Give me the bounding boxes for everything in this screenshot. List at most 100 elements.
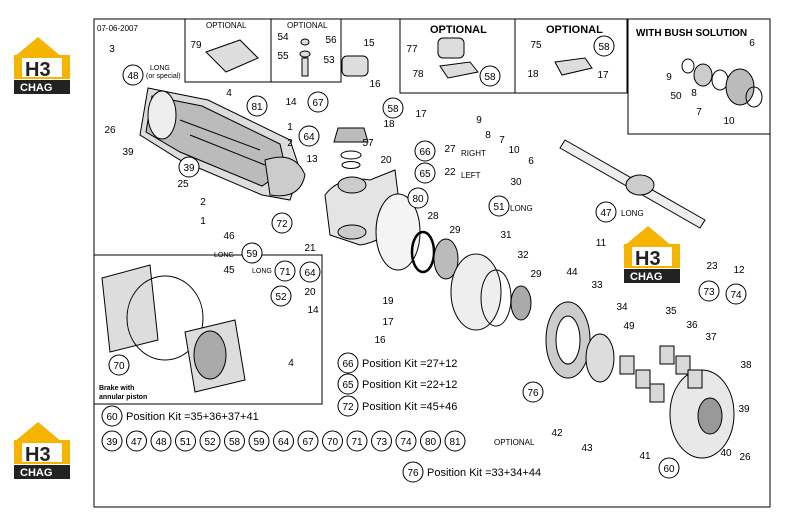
callout-45-19: 45 [223, 265, 235, 276]
callout-41-37: 41 [639, 451, 651, 462]
callout-77-61: 77 [406, 44, 418, 55]
callout-20-41: 20 [304, 287, 316, 298]
optional-part-51-circle [175, 430, 196, 452]
callout-31-23: 31 [500, 230, 512, 241]
optional-part-52-number: 52 [204, 437, 216, 448]
callout-50-68: 50 [670, 91, 682, 102]
callout-circled-59-12-number: 59 [246, 249, 258, 260]
callout-circled-58-21-circle [479, 65, 501, 87]
logo-bottom-left: H3 CHAG [13, 422, 70, 479]
callout-16-8: 16 [369, 79, 381, 90]
optional-row-label: OPTIONAL [494, 438, 535, 447]
callout-circled-73-17-circle [698, 280, 720, 302]
callout-38-33: 38 [740, 360, 752, 371]
callout-22-15: 22 [444, 167, 456, 178]
date-label: 07-06-2007 [97, 24, 138, 33]
hub-and-seal-drawing [375, 193, 735, 459]
callout-circled-72-11: 72 [271, 212, 293, 234]
callout-29-25: 29 [530, 269, 542, 280]
optional-part-73-number: 73 [376, 437, 388, 448]
callout-4-1: 4 [226, 88, 232, 99]
optional-part-52: 52 [199, 430, 221, 452]
callout-75-63: 75 [530, 40, 542, 51]
callout-circled-60-20-circle [658, 457, 680, 479]
bush-solution-title: WITH BUSH SOLUTION [636, 28, 747, 39]
optional-part-58: 58 [224, 430, 245, 452]
kit-60-text: Position Kit =35+36+37+41 [126, 411, 259, 423]
callout-circled-59-12: 59 [241, 242, 263, 264]
callout-circled-73-17: 73 [698, 280, 720, 302]
callout-circled-80-8-number: 80 [412, 194, 424, 205]
optional-part-81-number: 81 [449, 437, 461, 448]
plain-callouts: 3412263925141617185720132722214645282930… [104, 32, 755, 463]
callout-circled-71-13: 71 [274, 260, 296, 282]
callout-circled-81-1-circle [246, 95, 268, 117]
callout-40-35: 40 [720, 448, 732, 459]
optional-part-73-circle [371, 430, 392, 452]
bush-solution-box [627, 18, 771, 135]
callout-circled-76-19-circle [522, 381, 544, 403]
callout-3-0: 3 [109, 44, 115, 55]
callout-circled-60-26: 60 [101, 405, 123, 427]
callout-15-60: 15 [363, 38, 375, 49]
optional-part-70-circle [322, 430, 343, 452]
callout-circled-48-0-circle [122, 64, 144, 86]
callout-9-67: 9 [666, 72, 672, 83]
callout-circled-73-17-number: 73 [703, 287, 715, 298]
callout-circled-74-18-circle [725, 283, 747, 305]
logo-center-mark: H3 [635, 248, 661, 270]
optional-part-73: 73 [371, 430, 392, 452]
callout-16-45: 16 [374, 335, 386, 346]
optional-part-67: 67 [297, 430, 319, 452]
optional-part-74: 74 [395, 430, 417, 452]
callout-circled-70-16-circle [108, 354, 130, 376]
callout-29-21: 29 [449, 225, 461, 236]
callout-circled-72-25: 72 [337, 395, 359, 417]
logo-center-text: CHAG [630, 271, 662, 283]
callout-circled-52-15-circle [270, 285, 292, 307]
callout-circled-64-4-number: 64 [303, 132, 315, 143]
callout-37-32: 37 [705, 332, 717, 343]
callout-6-54: 6 [528, 156, 534, 167]
drive-shaft-drawing [559, 139, 706, 229]
callout-17-44: 17 [382, 317, 394, 328]
callout-circled-81-1-number: 81 [251, 102, 263, 113]
optional-part-71: 71 [346, 430, 368, 452]
callout-circled-52-15: 52 [270, 285, 292, 307]
logo-bottom-left-mark: H3 [25, 444, 51, 466]
optional-part-39-circle [101, 430, 123, 452]
optional-part-80: 80 [420, 430, 441, 452]
optional-inset-parts [205, 37, 593, 79]
label-left: LEFT [461, 171, 481, 180]
callout-circled-76-27: 76 [402, 461, 424, 483]
callout-36-31: 36 [686, 320, 698, 331]
callout-circled-51-9-circle [488, 195, 510, 217]
callout-circled-47-10: 47 [595, 201, 617, 223]
optional-part-67-number: 67 [302, 437, 314, 448]
kit-65-text: Position Kit =22+12 [362, 379, 457, 391]
callout-20-12: 20 [380, 155, 392, 166]
callout-circled-64-14-circle [299, 261, 321, 283]
callout-4-46: 4 [288, 358, 294, 369]
kit-72-text: Position Kit =45+46 [362, 401, 457, 413]
callout-circled-76-27-number: 76 [407, 468, 419, 479]
callout-49-29: 49 [623, 321, 635, 332]
logo-center: H3 CHAG [623, 226, 680, 283]
callout-19-42: 19 [382, 296, 394, 307]
callout-39-34: 39 [738, 404, 750, 415]
optional-part-48-circle [150, 430, 172, 452]
brake-label-line2: annular piston [99, 394, 147, 401]
callout-circled-58-3: 58 [382, 97, 404, 119]
callout-circled-65-24-circle [337, 373, 359, 395]
callout-79-55: 79 [190, 40, 202, 51]
callout-circled-60-26-circle [101, 405, 123, 427]
callout-circled-51-9-number: 51 [493, 202, 505, 213]
callout-7-70: 7 [696, 107, 702, 118]
callout-circled-60-26-number: 60 [106, 412, 118, 423]
callout-circled-72-25-circle [337, 395, 359, 417]
callout-circled-58-22-number: 58 [598, 42, 610, 53]
callout-circled-70-16: 70 [108, 354, 130, 376]
callout-circled-60-20-number: 60 [663, 464, 675, 475]
callout-circled-39-7-circle [178, 156, 200, 178]
